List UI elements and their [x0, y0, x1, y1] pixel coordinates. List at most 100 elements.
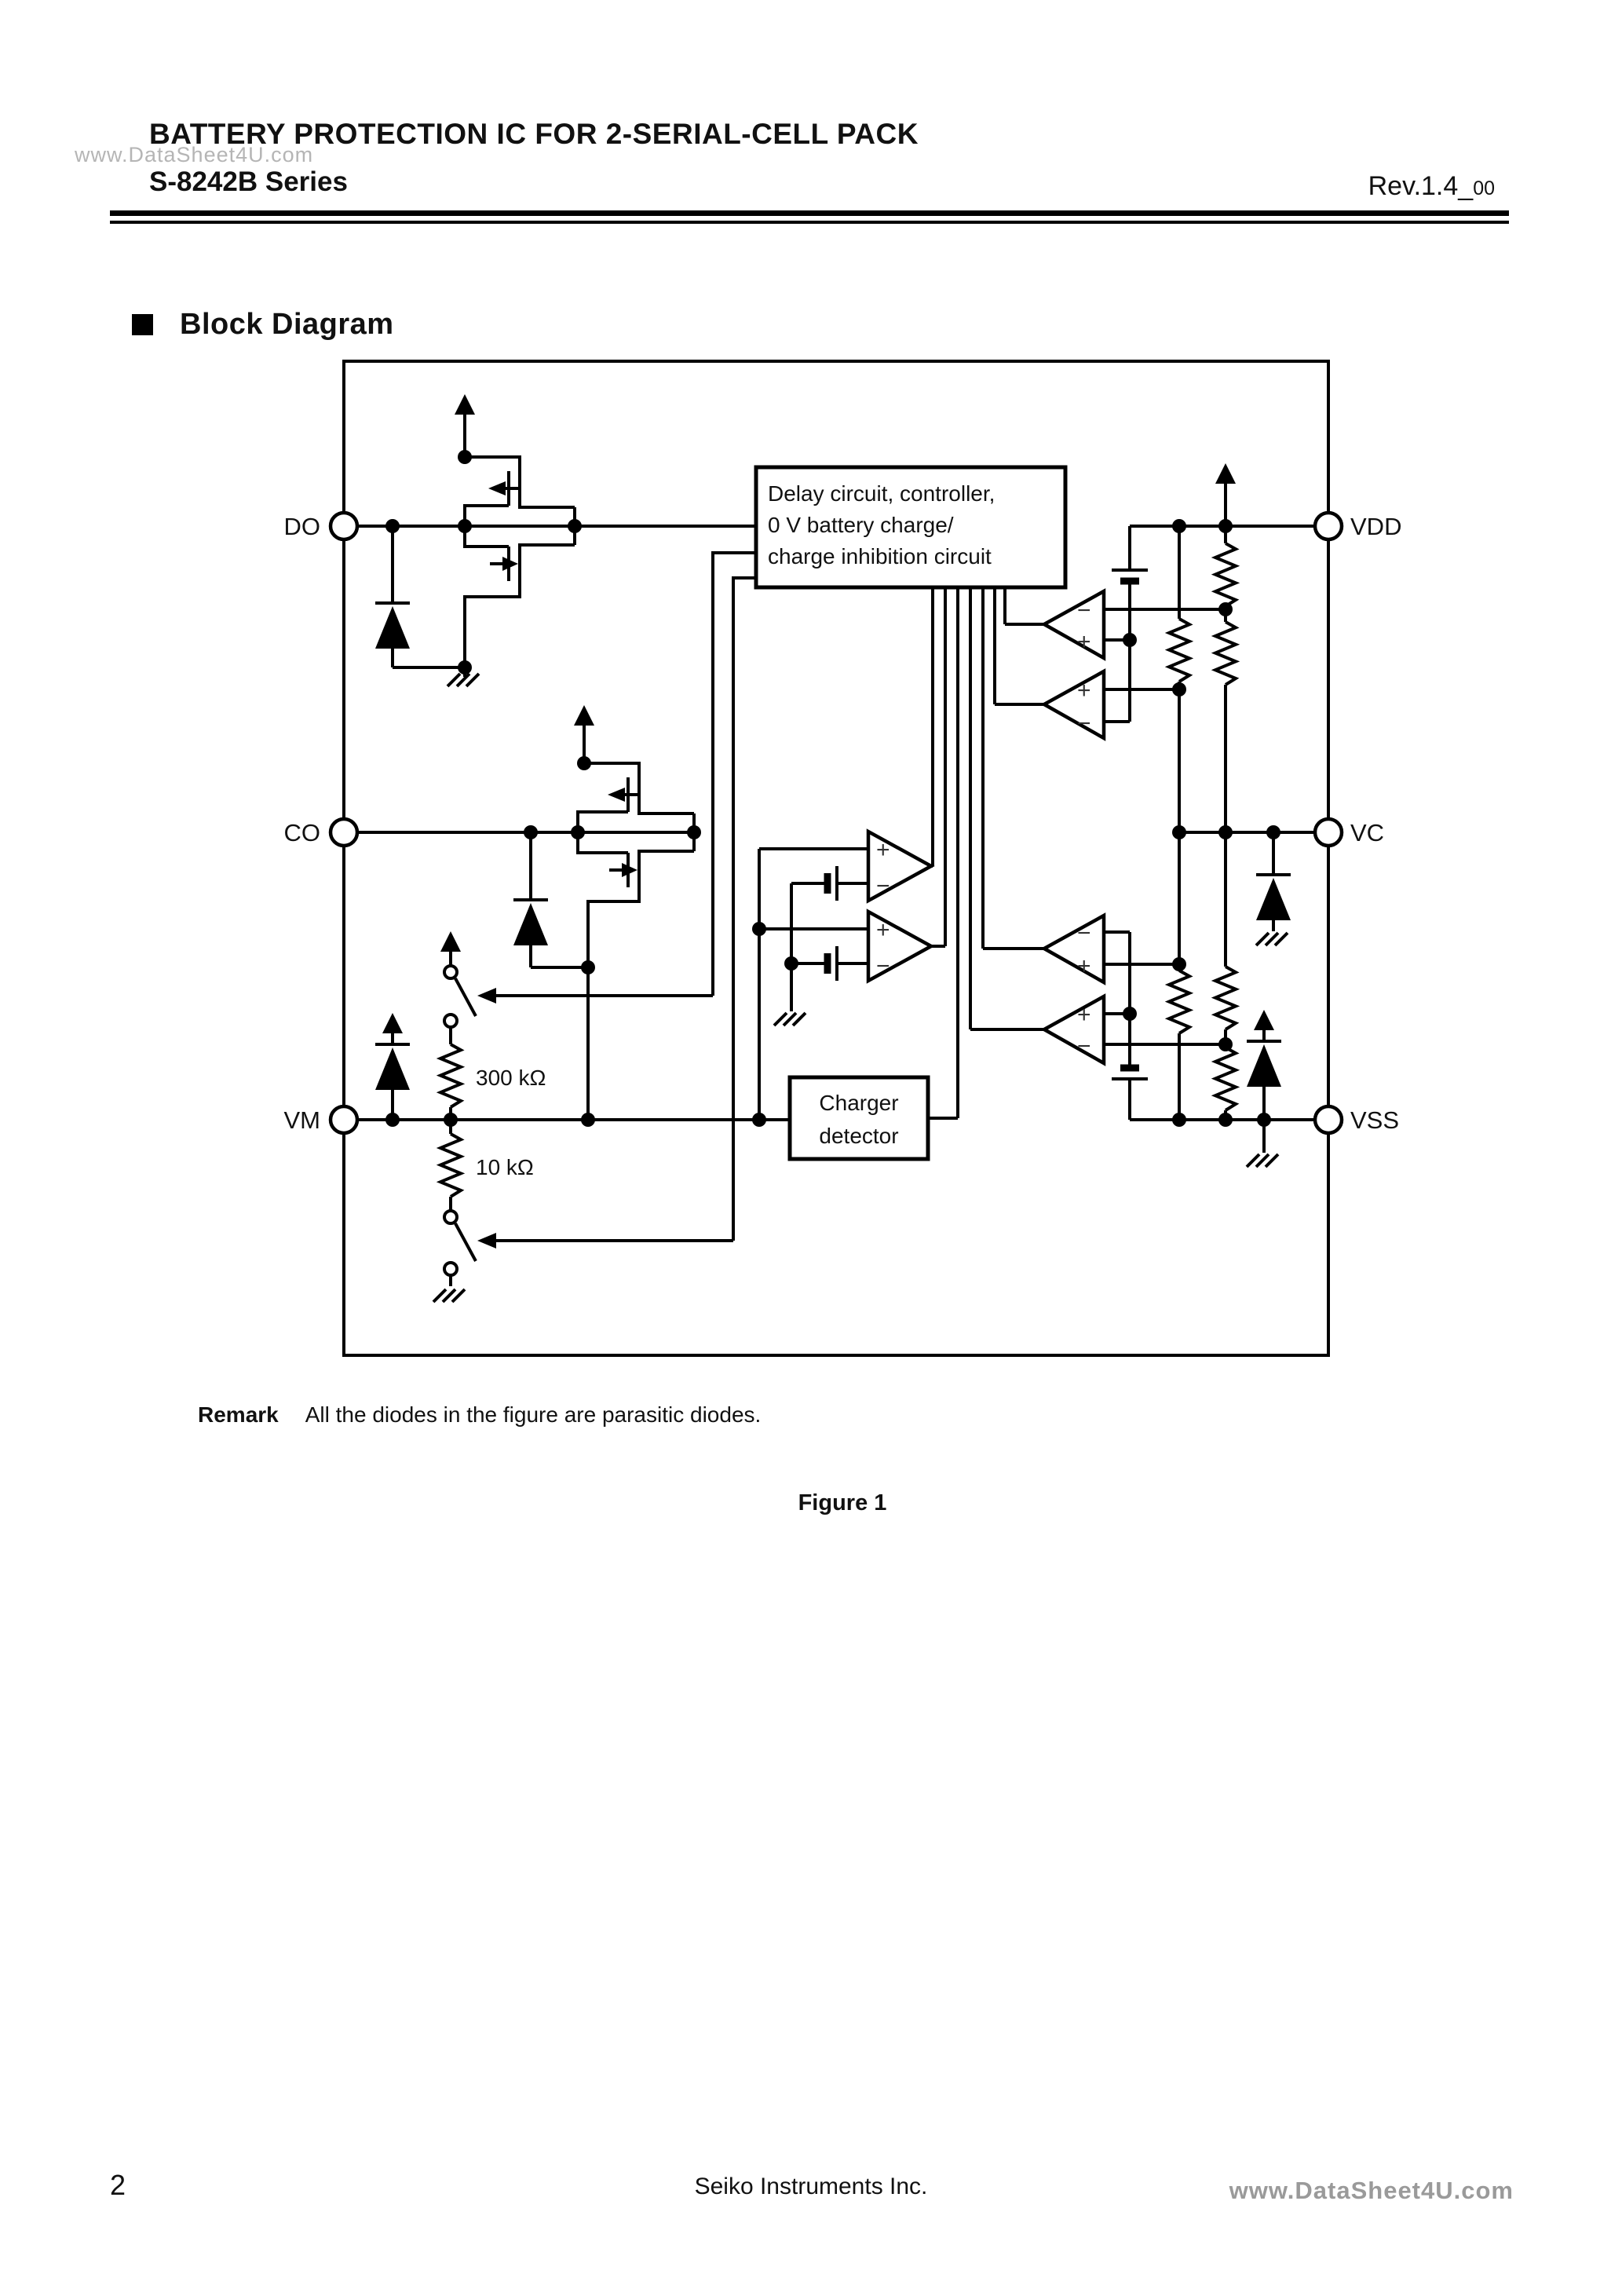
left-arrow-icon [477, 988, 496, 1004]
junction-dots [385, 450, 1280, 1127]
diode-icon [375, 1047, 410, 1090]
junction-dot [385, 1113, 400, 1127]
section-heading-label: Block Diagram [180, 308, 394, 341]
pin-do [328, 510, 360, 542]
pin-label-vc: VC [1350, 819, 1384, 846]
up-arrow-icon [574, 705, 594, 726]
comparator-sign: + [1077, 678, 1091, 704]
comparator-sign: + [1077, 629, 1091, 655]
comparator [866, 828, 935, 904]
delay-box-line: Delay circuit, controller, [768, 481, 995, 506]
comparator-sign: + [876, 917, 890, 943]
revision-suffix: 00 [1473, 177, 1495, 199]
section-bullet-icon [132, 314, 153, 335]
comparator-sign: + [1077, 1002, 1091, 1028]
pin-vc [1313, 817, 1344, 848]
battery-plates [824, 577, 1139, 1072]
comparator [1040, 912, 1106, 985]
diode-icon [513, 903, 548, 945]
up-arrow-icon [1215, 463, 1236, 484]
comparator-sign: − [1077, 598, 1091, 623]
pin-label-vss: VSS [1350, 1106, 1399, 1134]
charger-box-line: Charger [819, 1091, 898, 1115]
diode-icon [1256, 878, 1291, 920]
up-arrow-icon [455, 394, 475, 415]
up-arrow-icon [440, 931, 461, 952]
pmos-arrow-icon [488, 481, 506, 495]
comparator [1040, 993, 1106, 1066]
junction-dot [1172, 519, 1186, 533]
comparator-sign: − [1077, 920, 1091, 946]
page-title: BATTERY PROTECTION IC FOR 2-SERIAL-CELL … [149, 118, 919, 150]
junction-dot [1218, 602, 1233, 616]
junction-dot [1257, 1113, 1271, 1127]
watermark-top: www.DataSheet4U.com [75, 143, 314, 166]
remark-text: All the diodes in the figure are parasit… [305, 1402, 762, 1427]
nmos-arrow-icon [502, 557, 518, 571]
series-title: S-8242B Series [149, 166, 348, 197]
comparator-sign: + [1077, 953, 1091, 979]
diode-icon [375, 606, 410, 649]
remark-row: Remark All the diodes in the figure are p… [198, 1402, 761, 1428]
junction-dot [524, 825, 538, 839]
pin-label-co: CO [284, 819, 321, 846]
header-rule-thin [110, 221, 1509, 224]
up-arrow-icon [1254, 1010, 1274, 1030]
delay-box-line: 0 V battery charge/ [768, 513, 954, 537]
comparator-sign: − [876, 953, 890, 979]
resistor-label-10k: 10 kΩ [476, 1155, 534, 1179]
resistor-label-300k: 300 kΩ [476, 1066, 546, 1090]
junction-dot [752, 922, 766, 936]
junction-dot [687, 825, 701, 839]
delay-circuit-box [754, 465, 1068, 590]
junction-dot [571, 825, 585, 839]
junction-dot [1123, 1007, 1137, 1021]
junction-dot [1172, 682, 1186, 696]
switch-contacts [443, 964, 458, 1277]
junction-dot [752, 1113, 766, 1127]
delay-box-line: charge inhibition circuit [768, 544, 992, 569]
junction-dot [1218, 519, 1233, 533]
junction-dot [1172, 957, 1186, 971]
junction-dot [1172, 825, 1186, 839]
pin-label-vdd: VDD [1350, 513, 1401, 540]
nmos-arrow-icon [622, 863, 637, 877]
comparators: + − + − − + + − − + + − [866, 588, 1106, 1066]
up-arrow-icon [382, 1013, 403, 1033]
junction-dot [458, 450, 472, 464]
revision-prefix: Rev.1.4_ [1368, 171, 1474, 201]
comparator [1040, 668, 1106, 741]
section-heading: Block Diagram [132, 308, 394, 342]
pin-vss [1313, 1104, 1344, 1135]
pmos-arrow-icon [608, 788, 625, 802]
diode-icon [1247, 1044, 1281, 1087]
junction-dot [581, 1113, 595, 1127]
header-rule-thick [110, 210, 1509, 216]
pin-label-vm: VM [284, 1106, 321, 1134]
left-arrow-icon [477, 1233, 496, 1249]
junction-dot [1218, 825, 1233, 839]
comparator [866, 909, 935, 984]
comparator-sign: − [1077, 711, 1091, 737]
junction-dot [1123, 633, 1137, 647]
pin-label-do: DO [284, 513, 321, 540]
junction-dot [784, 956, 798, 971]
remark-label: Remark [198, 1402, 279, 1427]
comparator-sign: − [876, 873, 890, 899]
junction-dot [577, 756, 591, 770]
comparator-sign: + [876, 837, 890, 863]
junction-dot [1172, 1113, 1186, 1127]
junction-dot [458, 519, 472, 533]
ic-outline [342, 360, 1330, 1357]
ground-icons [432, 672, 1289, 1303]
revision-label: Rev.1.4_00 [1368, 171, 1495, 202]
junction-dot [458, 660, 472, 675]
function-boxes: Delay circuit, controller, 0 V battery c… [754, 465, 1068, 1161]
charger-box-line: detector [819, 1124, 898, 1148]
junction-dot [444, 1113, 458, 1127]
comparator-sign: − [1077, 1033, 1091, 1059]
pin-vm [328, 1104, 360, 1135]
junction-dot [1218, 1037, 1233, 1051]
